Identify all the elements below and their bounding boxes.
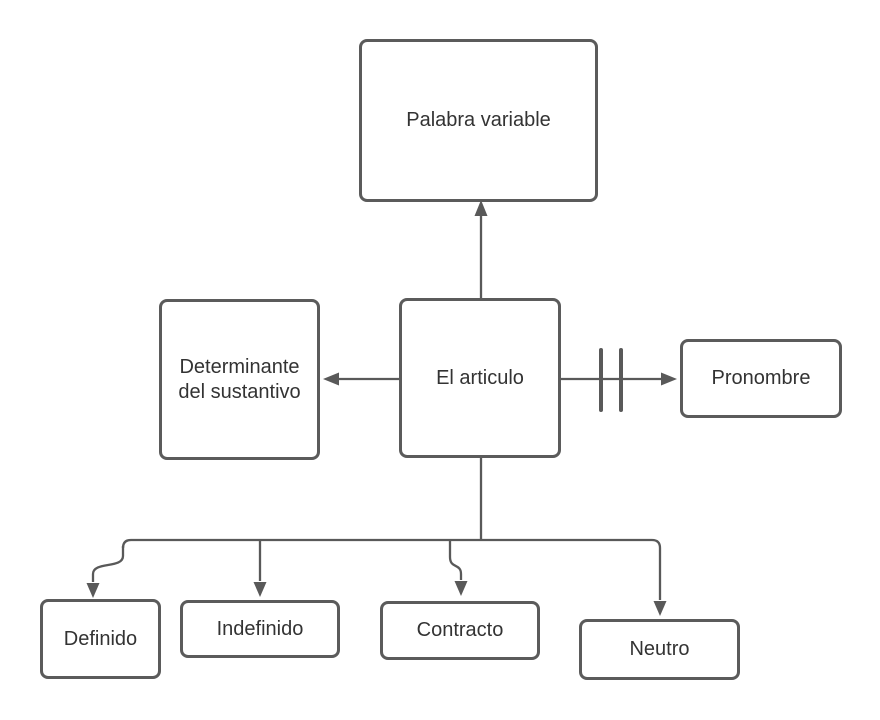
node-label-definido: Definido [63, 627, 138, 650]
node-determinante-del-sustantivo[interactable]: Determinante del sustantivo [159, 299, 320, 460]
arrowhead-down-contracto [454, 581, 468, 596]
edge-to-contracto [448, 540, 468, 596]
node-label-indefinido: Indefinido [216, 617, 304, 640]
node-label-contracto: Contracto [416, 619, 504, 641]
node-label-palabra-variable: Palabra variable [406, 109, 551, 131]
arrowhead-up [474, 200, 488, 216]
node-label-neutro: Neutro [629, 638, 690, 660]
node-label-determinante: Determinante del sustantivo [178, 355, 301, 403]
node-indefinido[interactable]: Indefinido [180, 600, 340, 658]
arrowhead-right [661, 372, 677, 386]
arrowhead-down-definido [86, 583, 100, 598]
edge-to-indefinido [253, 540, 267, 597]
edge-articulo-to-palabra-variable [474, 200, 488, 298]
node-definido[interactable]: Definido [40, 599, 161, 679]
arrowhead-left [323, 372, 339, 386]
node-palabra-variable[interactable]: Palabra variable [359, 39, 598, 202]
node-neutro[interactable]: Neutro [579, 619, 740, 680]
node-label-el-articulo: El articulo [436, 366, 524, 389]
node-pronombre[interactable]: Pronombre [680, 339, 842, 418]
node-label-pronombre: Pronombre [711, 367, 811, 389]
arrowhead-down-neutro [653, 601, 667, 616]
arrowhead-down-indefinido [253, 582, 267, 597]
edge-to-neutro [653, 601, 667, 616]
node-el-articulo[interactable]: El articulo [399, 298, 561, 458]
edge-branch-bus [121, 458, 662, 600]
edge-to-definido [86, 546, 125, 598]
edge-articulo-to-determinante [323, 372, 399, 386]
node-contracto[interactable]: Contracto [380, 601, 540, 660]
edge-articulo-to-pronombre [561, 348, 677, 412]
